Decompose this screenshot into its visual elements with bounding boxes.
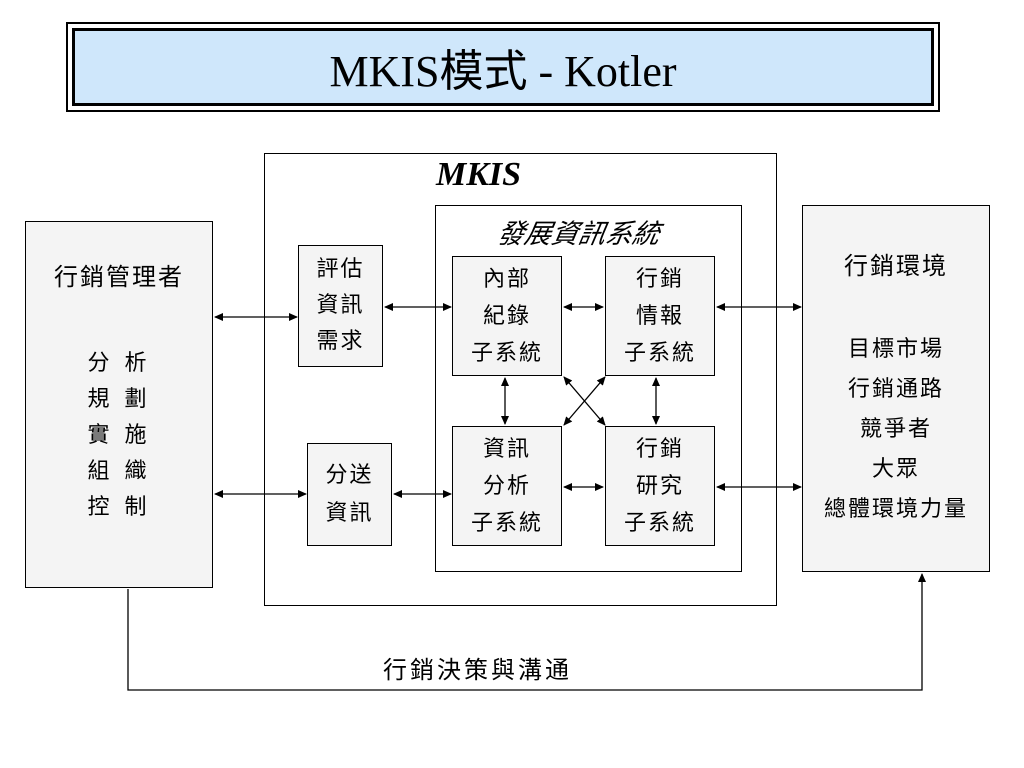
arrow-decision-loop [127, 573, 926, 691]
manager-title: 行銷管理者 [54, 263, 184, 291]
manager-functions: 分 析 規 劃 實 施 組 織 控 制 [26, 346, 212, 526]
internal-records-line: 紀錄 [482, 303, 531, 329]
info-analysis-box: 資訊 分析 子系統 [452, 426, 562, 546]
marketing-research-line: 研究 [635, 473, 684, 499]
distribute-line: 資訊 [325, 500, 374, 526]
environment-item: 目標市場 [847, 337, 944, 362]
info-analysis-line: 資訊 [482, 436, 531, 462]
manager-function: 控 制 [87, 495, 151, 520]
environment-item: 總體環境力量 [823, 497, 968, 522]
manager-function: 組 織 [87, 459, 151, 484]
internal-records-box: 內部 紀錄 子系統 [452, 256, 562, 376]
info-analysis-line: 子系統 [470, 510, 543, 536]
marketing-research-line: 行銷 [635, 436, 684, 462]
marketing-research-box: 行銷 研究 子系統 [605, 426, 715, 546]
assess-line: 需求 [316, 329, 365, 354]
internal-records-line: 子系統 [470, 340, 543, 366]
marketing-intel-line: 情報 [635, 303, 684, 329]
page-title: MKIS模式 - Kotler [72, 28, 934, 106]
internal-records-line: 內部 [482, 266, 531, 292]
manager-function: 實 施 [87, 423, 151, 448]
title-banner: MKIS模式 - Kotler [66, 22, 940, 112]
manager-function: 規 劃 [87, 387, 151, 412]
environment-item: 競爭者 [859, 417, 932, 442]
assess-line: 評估 [316, 257, 365, 282]
info-analysis-line: 分析 [482, 473, 531, 499]
marketing-environment-box: 行銷環境 目標市場 行銷通路 競爭者 大眾 總體環境力量 [802, 205, 990, 572]
environment-title: 行銷環境 [844, 252, 948, 280]
marketing-research-line: 子系統 [623, 510, 696, 536]
marketing-intelligence-box: 行銷 情報 子系統 [605, 256, 715, 376]
marketing-intel-line: 子系統 [623, 340, 696, 366]
distribute-info-box: 分送 資訊 [307, 443, 392, 546]
environment-item: 行銷通路 [847, 377, 944, 402]
environment-item: 大眾 [871, 457, 920, 482]
distribute-line: 分送 [325, 462, 374, 488]
assess-info-needs-box: 評估 資訊 需求 [298, 245, 383, 367]
manager-function: 分 析 [87, 351, 151, 376]
marketing-intel-line: 行銷 [635, 266, 684, 292]
assess-line: 資訊 [316, 293, 365, 318]
marketing-manager-box: 行銷管理者 分 析 規 劃 實 施 組 織 控 制 [25, 221, 213, 588]
mkis-label: MKIS [436, 156, 522, 193]
arrow-intel-analysis [563, 376, 606, 426]
decision-communication-label: 行銷決策與溝通 [383, 656, 572, 684]
environment-items: 目標市場 行銷通路 競爭者 大眾 總體環境力量 [803, 330, 989, 530]
